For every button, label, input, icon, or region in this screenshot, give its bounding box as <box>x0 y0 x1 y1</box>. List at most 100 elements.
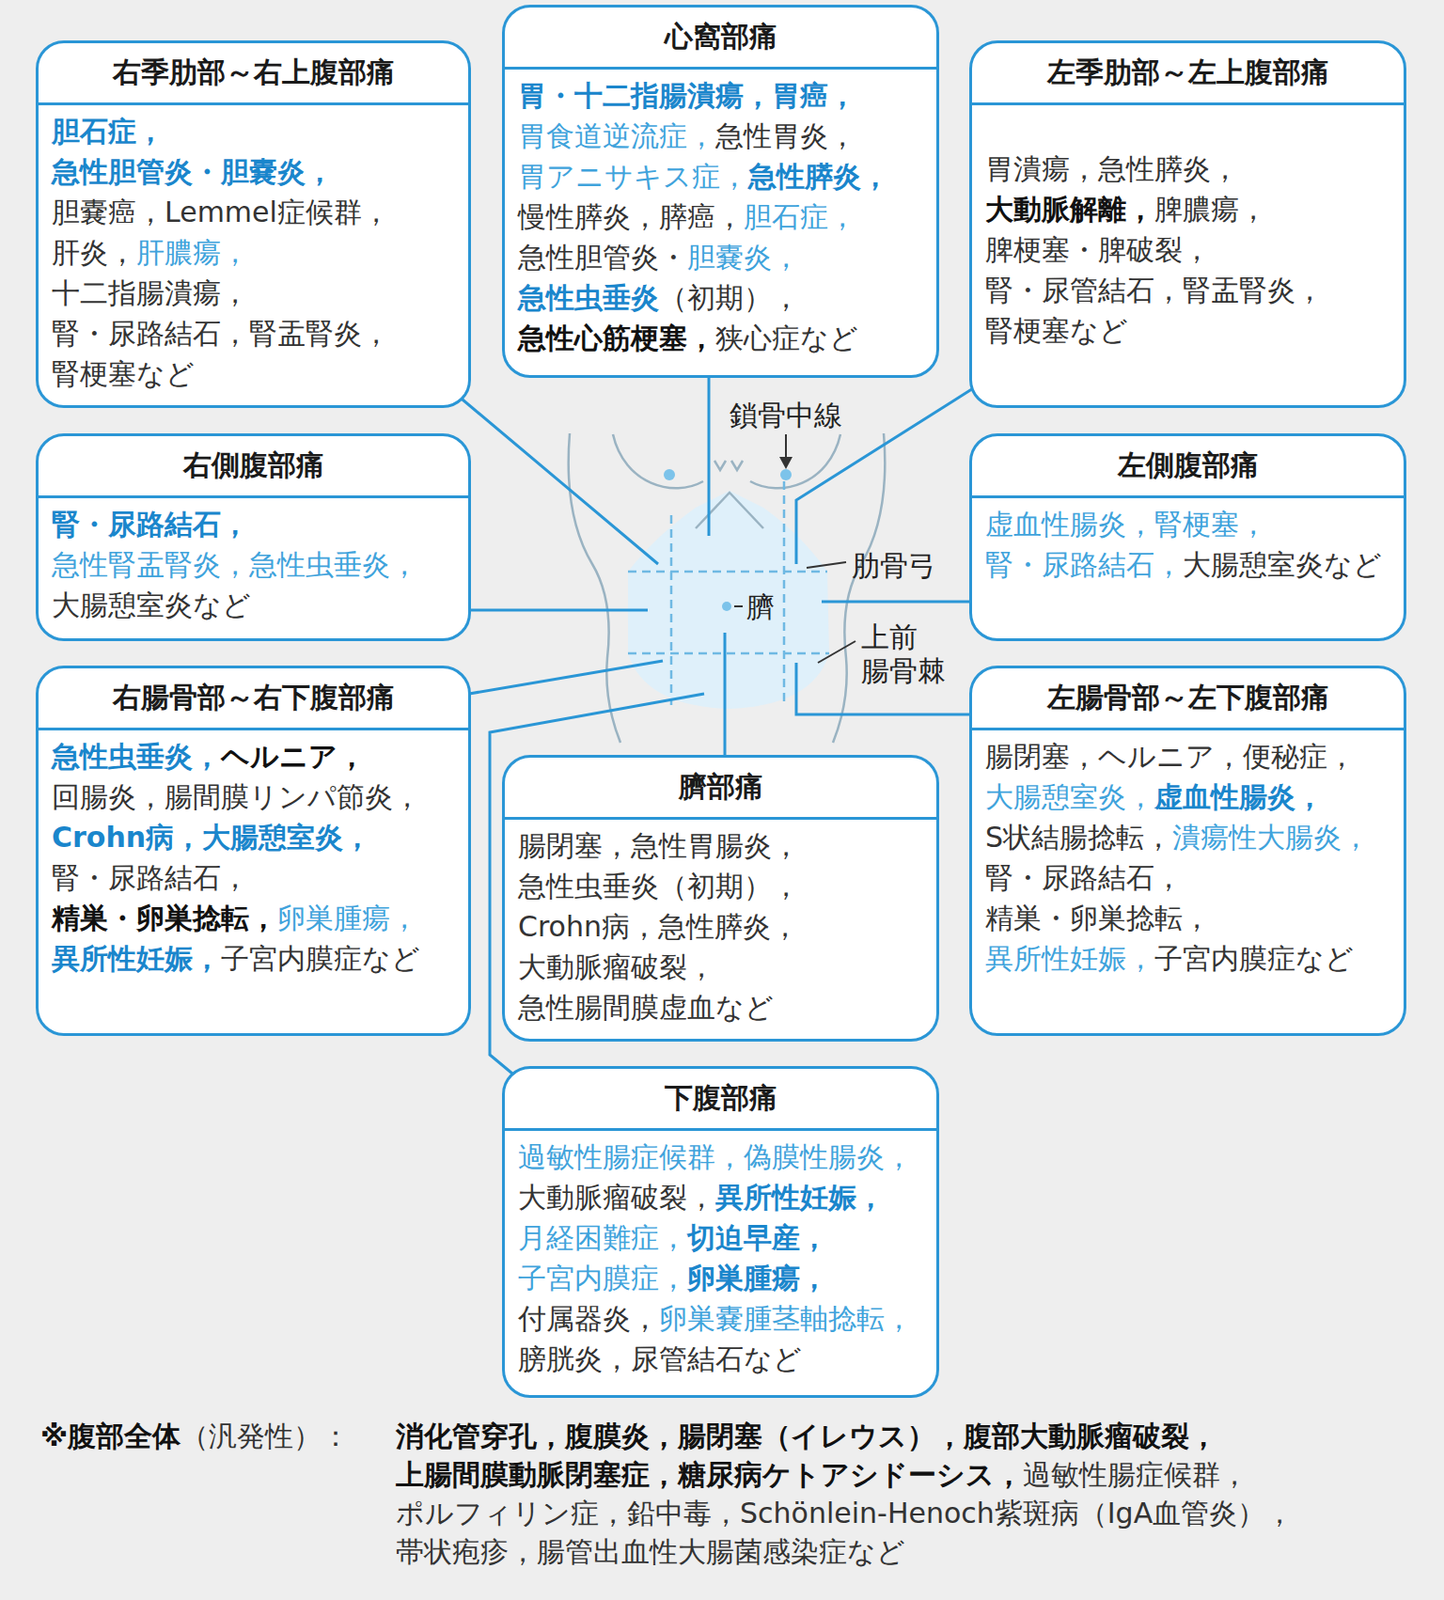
note-text: （汎発性）： <box>180 1419 350 1453</box>
disease-name: 肝膿瘍， <box>136 235 250 269</box>
disease-name: 精巣・卵巣捻転， <box>985 901 1211 935</box>
arrow-head <box>779 456 793 470</box>
disease-name: 虚血性腸炎， <box>1154 780 1324 814</box>
box-heading: 左腸骨部～左下腹部痛 <box>1047 678 1330 718</box>
disease-name: 急性虫垂炎（初期）， <box>517 869 801 903</box>
disease-name: 胃アニサキス症， <box>517 159 749 193</box>
box-heading: 下腹部痛 <box>664 1079 778 1118</box>
box-body: 過敏性腸症候群，偽膜性腸炎，大動脈瘤破裂，異所性妊娠，月経困難症，切迫早産，子宮… <box>504 1130 937 1389</box>
disease-name: 腎・尿路結石， <box>985 861 1183 895</box>
disease-name: 十二指腸潰瘍， <box>51 276 250 310</box>
box-leader <box>456 376 978 1074</box>
disease-name: 胆嚢癌，Lemmel症候群， <box>51 195 391 229</box>
disease-name: 月経困難症， <box>517 1221 688 1255</box>
anatomy-label: 肋骨弓 <box>851 549 937 583</box>
disease-name: 急性胆管炎・胆嚢炎， <box>51 155 334 189</box>
callout-box: 右季肋部～右上腹部痛胆石症， 急性胆管炎・胆嚢炎， 胆嚢癌，Lemmel症候群， 肝炎… <box>35 40 471 409</box>
disease-name: 胆嚢炎， <box>687 240 801 274</box>
disease-name: 胃潰瘍，急性膵炎， <box>985 152 1240 186</box>
disease-name: 子宮内膜症など <box>220 941 421 975</box>
navel-dot <box>722 601 732 612</box>
callout-box: 左腸骨部～左下腹部痛腸閉塞，ヘルニア，便秘症， 大腸憩室炎，虚血性腸炎， S状結腸捻… <box>969 665 1407 1036</box>
disease-name: 潰瘍性大腸炎， <box>1172 820 1370 854</box>
box-header: 右側腹部痛 <box>38 436 469 499</box>
disease-name: 異所性妊娠， <box>715 1180 885 1214</box>
disease-name: 卵巣嚢腫茎軸捻転， <box>659 1302 913 1335</box>
box-header: 下腹部痛 <box>504 1068 937 1131</box>
disease-name: 急性胃炎， <box>715 119 857 153</box>
note-lead: ※腹部全体（汎発性）： <box>40 1416 350 1456</box>
region-grid <box>627 481 830 706</box>
disease-name: 急性心筋梗塞， <box>517 321 716 355</box>
disease-name: 大動脈解離， <box>985 192 1155 226</box>
box-header: 右腸骨部～右下腹部痛 <box>38 668 469 731</box>
disease-name: 大動脈瘤破裂， <box>517 950 716 984</box>
box-body: 胆石症， 急性胆管炎・胆嚢炎， 胆嚢癌，Lemmel症候群， 肝炎，肝膿瘍， 十二指腸潰… <box>38 105 469 404</box>
disease-name: S状結腸捻転， <box>985 820 1173 854</box>
box-body: 急性虫垂炎，ヘルニア，回腸炎，腸間膜リンパ節炎，Crohn病，大腸憩室炎，腎・尿… <box>38 730 469 989</box>
disease-name: 大腸憩室炎など <box>1182 548 1382 581</box>
disease-name: 子宮内膜症， <box>517 1261 688 1295</box>
disease-name: 腎・尿管結石，腎盂腎炎， <box>985 273 1324 307</box>
note-text: 上腸間膜動脈閉塞症，糖尿病ケトアシドーシス， <box>395 1458 1023 1492</box>
anatomy-label: 上前 腸骨棘 <box>861 620 949 689</box>
note-text: 帯状疱疹，腸管出血性大腸菌感染症など <box>395 1535 906 1569</box>
box-body: 腸閉塞，急性胃腸炎，急性虫垂炎（初期），Crohn病，急性膵炎，大動脈瘤破裂，急… <box>504 819 937 1037</box>
disease-name: 精巣・卵巣捻転， <box>51 901 278 935</box>
note-body: 消化管穿孔，腹膜炎，腸閉塞（イレウス），腹部大動脈瘤破裂， 上腸間膜動脈閉塞症，糖… <box>395 1416 1430 1571</box>
callout-box: 右腸骨部～右下腹部痛急性虫垂炎，ヘルニア，回腸炎，腸間膜リンパ節炎，Crohn病… <box>35 665 471 1036</box>
disease-name: 急性虫垂炎， <box>51 739 221 773</box>
disease-name: （初期）， <box>659 281 801 314</box>
callout-box: 左側腹部痛虚血性腸炎，腎梗塞，腎・尿路結石，大腸憩室炎など <box>969 433 1407 642</box>
box-heading: 右季肋部～右上腹部痛 <box>112 53 395 93</box>
disease-name: 大動脈瘤破裂， <box>517 1180 716 1214</box>
disease-name: 卵巣腫瘍， <box>687 1261 829 1295</box>
box-header: 心窩部痛 <box>504 7 937 70</box>
disease-name: 慢性膵炎，膵癌， <box>517 200 744 234</box>
note-text: ポルフィリン症，鉛中毒，Schönlein-Henoch紫斑病（IgA血管炎）， <box>395 1496 1294 1530</box>
disease-name: 子宮内膜症など <box>1154 941 1354 975</box>
disease-name: Crohn病，急性膵炎， <box>517 910 800 943</box>
disease-name: 過敏性腸症候群，偽膜性腸炎， <box>517 1140 913 1174</box>
note-text: 消化管穿孔，腹膜炎，腸閉塞（イレウス），腹部大動脈瘤破裂， <box>395 1419 1218 1453</box>
disease-name: 腎梗塞など <box>985 313 1129 347</box>
box-heading: 臍部痛 <box>678 768 764 807</box>
box-body: 胃・十二指腸潰瘍，胃癌，胃食道逆流症，急性胃炎，胃アニサキス症，急性膵炎，慢性膵… <box>504 69 937 368</box>
disease-name: 大腸憩室炎など <box>51 588 252 622</box>
disease-name: 急性腎盂腎炎，急性虫垂炎， <box>51 548 419 581</box>
disease-name: 胃・十二指腸潰瘍，胃癌， <box>517 78 857 112</box>
callout-box: 下腹部痛過敏性腸症候群，偽膜性腸炎，大動脈瘤破裂，異所性妊娠，月経困難症，切迫早… <box>502 1066 940 1398</box>
box-heading: 心窩部痛 <box>664 17 778 57</box>
box-header: 左腸骨部～左下腹部痛 <box>972 668 1404 731</box>
disease-name: 腎・尿路結石， <box>51 507 250 541</box>
abdomen-region <box>627 490 830 709</box>
torso-outline <box>568 433 886 743</box>
disease-name: 急性膵炎， <box>748 159 890 193</box>
disease-name: 胆石症， <box>743 200 857 234</box>
disease-name: 急性虫垂炎 <box>517 281 660 314</box>
disease-name: 急性胆管炎・ <box>517 240 688 274</box>
disease-name: 腸閉塞，ヘルニア，便秘症， <box>985 739 1356 773</box>
disease-name: 脾梗塞・脾破裂， <box>985 233 1211 267</box>
disease-name: 肝炎， <box>51 235 137 269</box>
disease-name: 腎・尿路結石， <box>985 548 1183 581</box>
callout-box: 左季肋部～左上腹部痛胃潰瘍，急性膵炎， 大動脈解離，脾膿瘍， 脾梗塞・脾破裂， 腎・尿… <box>969 40 1407 409</box>
disease-name: 胆石症， <box>51 114 165 148</box>
disease-name: 腎梗塞など <box>51 357 195 391</box>
box-heading: 左側腹部痛 <box>1117 446 1259 486</box>
note-text: ※腹部全体 <box>40 1419 181 1453</box>
anatomy-label: 鎖骨中線 <box>729 398 843 433</box>
box-heading: 左季肋部～左上腹部痛 <box>1047 53 1330 93</box>
note-text: 過敏性腸症候群， <box>1022 1458 1249 1492</box>
disease-name: 卵巣腫瘍， <box>277 901 419 935</box>
callout-box: 心窩部痛胃・十二指腸潰瘍，胃癌，胃食道逆流症，急性胃炎，胃アニサキス症，急性膵炎… <box>502 4 940 378</box>
disease-name: 回腸炎，腸間膜リンパ節炎， <box>51 780 422 814</box>
disease-name: 狭心症など <box>715 321 859 355</box>
anatomy-label: 臍 <box>746 590 775 625</box>
disease-name: 脾膿瘍， <box>1154 192 1268 226</box>
box-header: 左側腹部痛 <box>972 436 1404 499</box>
disease-name: 腸閉塞，急性胃腸炎， <box>517 829 801 863</box>
nipple-dot <box>780 469 792 481</box>
disease-name: 大腸憩室炎， <box>985 780 1155 814</box>
